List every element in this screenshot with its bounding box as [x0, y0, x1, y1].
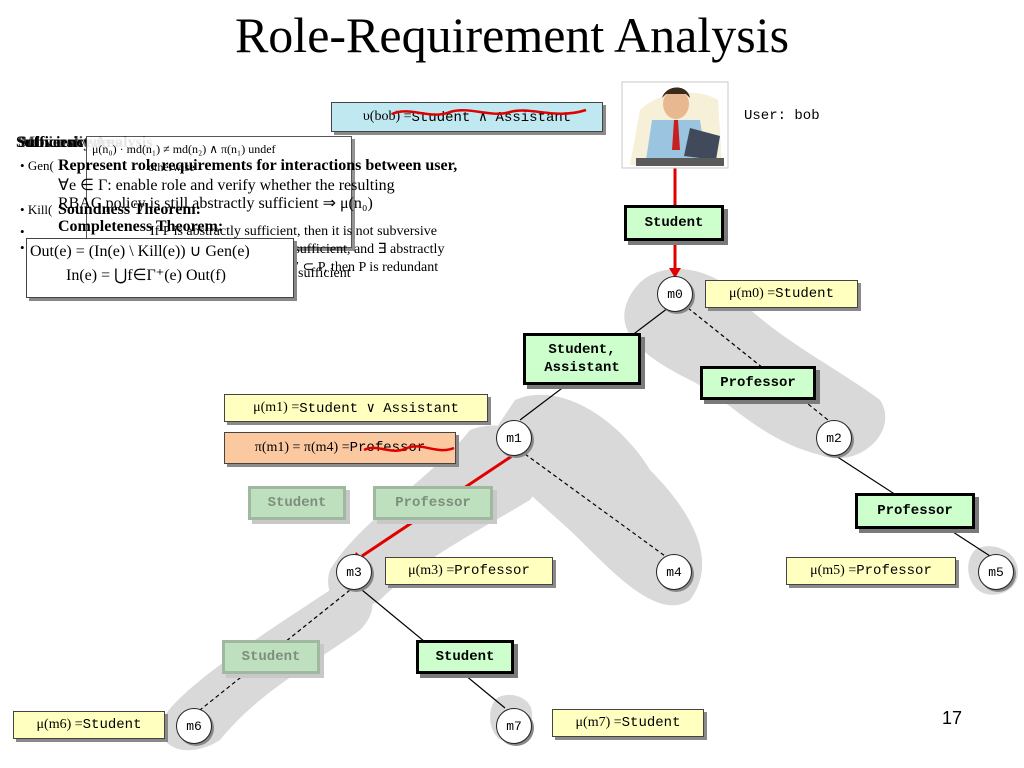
bullet-kill: • Kill( [20, 202, 53, 217]
mu-m3-prefix: μ(m3) = [408, 563, 455, 578]
node-m6: m6 [176, 708, 212, 744]
overlay-heading-c: Minimality [20, 134, 97, 151]
pi-m1-prefix: π(m1) = π(m4) = [254, 440, 350, 455]
mu-m5-prefix: μ(m5) = [810, 563, 857, 578]
user-label: User: bob [744, 108, 820, 124]
node-m1: m1 [496, 420, 532, 456]
kill-label: Kill( [27, 202, 53, 217]
role-student-top: Student [624, 205, 724, 241]
role-professor-m2: Professor [855, 493, 975, 529]
region-m0-m2 [624, 268, 886, 459]
red-scribble-upsilon [391, 108, 587, 116]
region-m1-m4 [494, 394, 703, 606]
node-m0: m0 [657, 276, 693, 312]
bullet-gen: • Gen( [20, 158, 54, 173]
overlay-line2: ∀e ∈ Γ: enable role and verify whether t… [58, 177, 395, 194]
upsilon-value: Student ∧ Assistant [411, 109, 572, 126]
user-bob-icon [621, 81, 729, 169]
bullet-4: • [20, 240, 25, 255]
mu-m7-annotation: μ(m7) = Student [552, 709, 704, 737]
node-m2: m2 [816, 420, 852, 456]
node-m3: m3 [336, 554, 372, 590]
mu-m3-annotation: μ(m3) = Professor [385, 557, 553, 585]
node-m5: m5 [978, 554, 1014, 590]
bullet-3: • [20, 224, 25, 239]
mu-m5-value: Professor [856, 563, 932, 579]
mu-m3-value: Professor [454, 563, 530, 579]
mu-m0-annotation: μ(m0) = Student [705, 280, 858, 308]
mu-m0-prefix: μ(m0) = [729, 286, 776, 301]
formula-otherwise: otherwise [148, 160, 195, 174]
role-professor-faded: Professor [373, 486, 493, 520]
formula-box-out-in [26, 238, 294, 298]
formula-box-top [86, 136, 352, 248]
mu-m6-annotation: μ(m6) = Student [13, 711, 165, 739]
role-student-faded: Student [248, 486, 346, 520]
overlay-line1: Represent role requirements for interact… [58, 157, 458, 174]
overlay-line4: If P is abstractly sufficient, then it i… [150, 224, 437, 239]
upsilon-annotation: υ(bob) = Student ∧ Assistant [331, 102, 603, 132]
mu-m6-prefix: μ(m6) = [36, 717, 83, 732]
formula-top: μ(n₀) · md(n₁) ≠ md(n₂) ∧ π(n₁) undef [92, 142, 276, 156]
overlay-completeness: Completeness Theorem: [58, 218, 224, 235]
gen-label: Gen( [27, 158, 54, 173]
slide-title: Role-Requirement Analysis [234, 7, 790, 63]
mu-m7-prefix: μ(m7) = [575, 715, 622, 730]
edge-m0-m2 [687, 307, 829, 421]
overlay-soundness: Soundness Theorem: [58, 201, 201, 218]
formula-out: Out(e) = (In(e) \ Kill(e)) ∪ Gen(e) [30, 243, 250, 260]
role-student-m7: Student [416, 640, 514, 674]
mu-m7-value: Student [621, 715, 681, 731]
overlay-line7: sufficient [298, 266, 351, 281]
pi-m1-value: Professor [349, 440, 426, 456]
role-professor-right: Professor [700, 366, 816, 400]
arrowhead-m0 [669, 268, 681, 278]
mu-m1-prefix: μ(m1) = [253, 400, 300, 415]
mu-m6-value: Student [82, 717, 142, 733]
formula-in: In(e) = ⋃f∈Γ⁺(e) Out(f) [66, 267, 226, 284]
pi-m1-annotation: π(m1) = π(m4) = Professor [224, 432, 456, 464]
edge-m1-m4 [524, 453, 666, 557]
mu-m5-annotation: μ(m5) = Professor [786, 557, 956, 585]
role-student-assistant: Student, Assistant [523, 333, 641, 385]
node-m7: m7 [496, 708, 532, 744]
mu-m1-value: Student ∨ Assistant [299, 400, 459, 417]
node-m4: m4 [656, 554, 692, 590]
overlay-line3: RBAC policy is still abstractly sufficie… [58, 195, 373, 212]
mu-m1-annotation: μ(m1) = Student ∨ Assistant [224, 394, 488, 422]
mu-m0-value: Student [775, 286, 834, 302]
red-scribble-pi [363, 445, 455, 452]
page-number: 17 [942, 708, 963, 728]
role-student-faded-2: Student [222, 640, 320, 674]
